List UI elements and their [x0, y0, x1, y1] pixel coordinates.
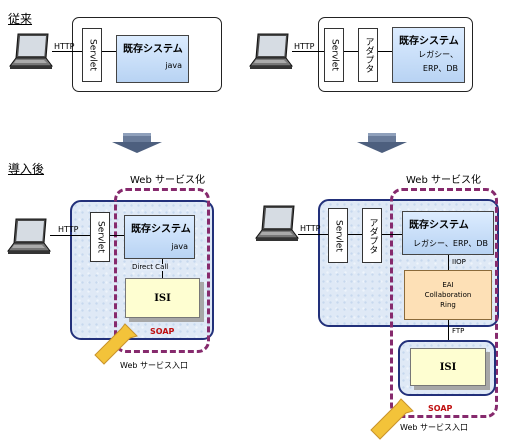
eai-collaboration-ring-box: EAI Collaboration Ring: [404, 270, 492, 320]
eai-label-line2: Collaboration: [424, 290, 472, 299]
isi-box: ISI: [410, 348, 486, 386]
servlet-box: Servlet: [324, 28, 344, 82]
isi-box: ISI: [125, 278, 200, 318]
adapter-box: アダプタ: [362, 208, 382, 263]
connector-line: [110, 235, 124, 236]
legacy-detail-line1: レガシー、: [418, 50, 458, 59]
laptop-icon: [9, 33, 53, 69]
laptop-icon: [249, 33, 293, 69]
web-service-caption: Web サービス化: [404, 175, 483, 186]
eai-label-line3: Ring: [440, 301, 456, 310]
servlet-box: Servlet: [82, 28, 102, 82]
connector-line: [344, 51, 358, 52]
legacy-system-title: 既存システム: [123, 44, 183, 55]
legacy-system-title: 既存システム: [131, 224, 191, 235]
entry-arrow-icon: [370, 398, 414, 440]
web-service-boundary: [390, 188, 498, 418]
web-service-entry-label: Web サービス入口: [120, 361, 188, 370]
direct-call-label: Direct Call: [132, 263, 169, 271]
legacy-system-title: 既存システム: [409, 220, 469, 231]
connector-line: [52, 51, 82, 52]
connector-line: [50, 235, 90, 236]
connector-line: [292, 51, 324, 52]
label-after: 導入後: [8, 162, 45, 176]
connector-line: [448, 255, 449, 270]
web-service-boundary: [114, 188, 210, 353]
down-arrow-icon: [112, 133, 162, 153]
java-label: java: [171, 242, 188, 251]
entry-arrow-icon: [94, 323, 138, 365]
laptop-icon: [255, 205, 299, 241]
legacy-system-title: 既存システム: [399, 36, 459, 47]
adapter-box: アダプタ: [358, 28, 378, 82]
soap-label: SOAP: [150, 327, 175, 336]
connector-line: [378, 51, 392, 52]
web-service-entry-label: Web サービス入口: [400, 423, 468, 432]
connector-line: [298, 234, 328, 235]
laptop-icon: [7, 218, 51, 254]
iiop-label: IIOP: [452, 258, 466, 266]
legacy-system-box: 既存システム レガシー、ERP、DB: [402, 211, 494, 255]
connector-line: [348, 234, 362, 235]
http-label: HTTP: [58, 225, 79, 234]
web-service-caption: Web サービス化: [128, 175, 207, 186]
legacy-system-box: 既存システム レガシー、 ERP、DB: [392, 27, 465, 83]
label-before: 従来: [8, 12, 33, 26]
down-arrow-icon: [357, 133, 407, 153]
eai-label-line1: EAI: [442, 280, 454, 289]
connector-line: [382, 234, 402, 235]
legacy-detail: レガシー、ERP、DB: [412, 239, 488, 248]
legacy-detail-line2: ERP、DB: [422, 64, 458, 73]
servlet-box: Servlet: [328, 208, 348, 263]
http-label: HTTP: [294, 42, 315, 51]
connector-line: [102, 51, 116, 52]
soap-label: SOAP: [428, 404, 453, 413]
servlet-box: Servlet: [90, 212, 110, 262]
java-label: java: [165, 61, 182, 70]
legacy-system-box: 既存システム java: [124, 215, 195, 259]
http-label: HTTP: [300, 224, 321, 233]
ftp-label: FTP: [452, 327, 465, 335]
connector-line: [448, 320, 449, 346]
http-label: HTTP: [54, 42, 75, 51]
legacy-system-box: 既存システム java: [116, 35, 189, 83]
